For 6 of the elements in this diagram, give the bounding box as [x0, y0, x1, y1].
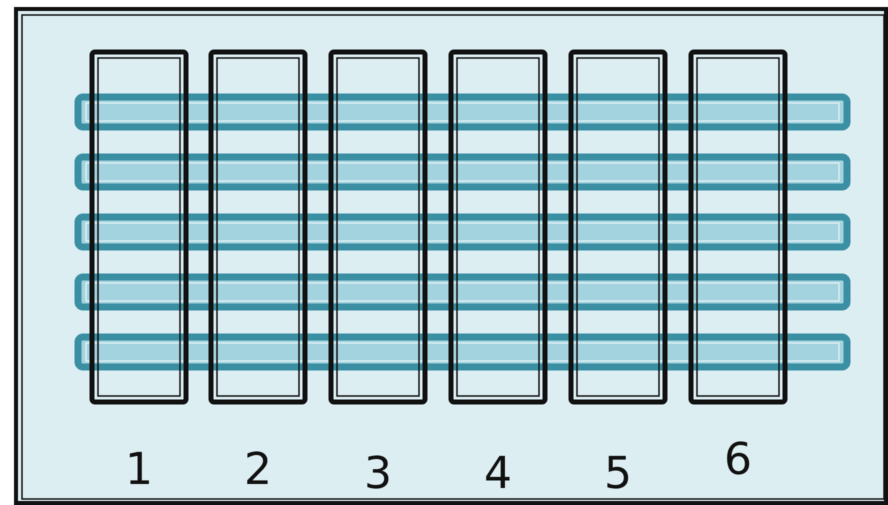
column-number: 4: [484, 452, 512, 496]
column-number: 3: [364, 452, 392, 496]
column-number: 1: [125, 448, 153, 492]
column-number: 6: [724, 438, 752, 482]
column-number: 2: [244, 448, 272, 492]
column-number: 5: [604, 452, 632, 496]
